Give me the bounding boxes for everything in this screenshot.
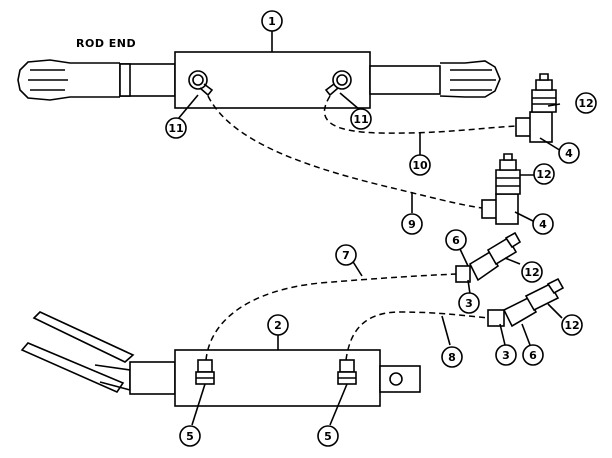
svg-text:9: 9 — [408, 218, 416, 231]
svg-text:7: 7 — [342, 249, 350, 262]
callout-4-middle: 4 — [532, 213, 554, 235]
hose-7 — [205, 273, 459, 361]
svg-text:12: 12 — [536, 168, 551, 181]
svg-text:11: 11 — [353, 113, 368, 126]
callout-5-left: 5 — [179, 425, 201, 447]
callout-12-upper: 12 — [575, 92, 597, 114]
hose-10 — [323, 95, 517, 134]
callout-9: 9 — [401, 213, 423, 235]
callout-8: 8 — [441, 346, 463, 368]
callout-5-right: 5 — [317, 425, 339, 447]
svg-text:6: 6 — [452, 234, 460, 247]
callout-12-middle: 12 — [533, 163, 555, 185]
svg-text:11: 11 — [168, 122, 183, 135]
svg-text:1: 1 — [268, 15, 276, 28]
svg-text:3: 3 — [502, 349, 510, 362]
callout-3-upper: 3 — [458, 292, 480, 314]
coupling-middle — [481, 153, 521, 225]
rod-end-label: ROD END — [76, 37, 136, 50]
leader-lines — [177, 31, 567, 426]
callout-12-hose7: 12 — [521, 261, 543, 283]
callout-6-right: 6 — [522, 344, 544, 366]
callout-12-hose8: 12 — [561, 314, 583, 336]
callout-11-left: 11 — [165, 117, 187, 139]
callout-10: 10 — [409, 154, 431, 176]
callout-2: 2 — [267, 314, 289, 336]
coupling-hose-8 — [487, 277, 565, 328]
hose-8 — [345, 311, 491, 361]
svg-text:5: 5 — [186, 430, 194, 443]
svg-text:12: 12 — [578, 97, 593, 110]
svg-text:4: 4 — [565, 147, 573, 160]
bottom-cylinder — [20, 311, 421, 407]
callout-4-upper: 4 — [558, 142, 580, 164]
svg-text:4: 4 — [539, 218, 547, 231]
svg-text:12: 12 — [524, 266, 539, 279]
svg-text:10: 10 — [412, 159, 428, 172]
hose-9 — [207, 95, 483, 209]
svg-text:12: 12 — [564, 319, 579, 332]
svg-text:5: 5 — [324, 430, 332, 443]
coupling-hose-7 — [455, 231, 522, 283]
coupling-upper — [515, 73, 557, 143]
svg-text:6: 6 — [529, 349, 537, 362]
svg-text:8: 8 — [448, 351, 456, 364]
callout-6-left: 6 — [445, 229, 467, 251]
svg-text:2: 2 — [274, 319, 282, 332]
callout-1: 1 — [261, 10, 283, 32]
callout-11-right: 11 — [350, 108, 372, 130]
svg-text:3: 3 — [465, 297, 473, 310]
callout-7: 7 — [335, 244, 357, 266]
callout-3-lower: 3 — [495, 344, 517, 366]
top-cylinder — [17, 51, 501, 109]
